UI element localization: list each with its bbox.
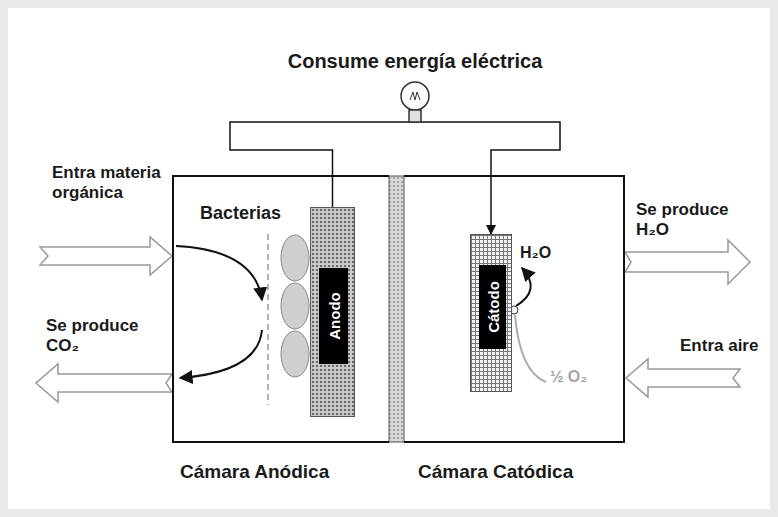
title: Consume energía eléctrica [0,50,778,73]
input-label: Entra materia orgánica [52,163,170,202]
flow-curve [176,246,262,300]
product-label: H₂O [520,244,580,262]
anode: Anodo [310,207,355,417]
input-label: Entra aire [680,336,770,356]
lightbulb-symbol [401,82,429,122]
chamber-label: Cámara Catódica [418,461,573,483]
flow-arrows [36,237,750,402]
reaction-curve [515,315,546,382]
reactant-label: ½ O₂ [550,368,620,386]
electrode-core: Cátodo [479,265,506,349]
reaction-curve [516,268,531,306]
biofilm-line [267,234,269,405]
cathode: Cátodo [470,234,512,392]
chamber-label: Cámara Anódica [180,461,329,483]
electrode-label: Anodo [325,292,342,339]
membrane [389,176,404,442]
electrode-label: Cátodo [484,281,501,333]
flow-curve [180,330,262,378]
output-label: Se produce H₂O [636,200,764,239]
bacteria-label: Bacterias [200,203,300,224]
output-label: Se produce CO₂ [46,316,168,355]
bacteria [281,235,309,377]
electrode-core: Anodo [319,268,348,364]
cathodic-chamber: Cámara CatódicaCátodo [404,175,625,443]
